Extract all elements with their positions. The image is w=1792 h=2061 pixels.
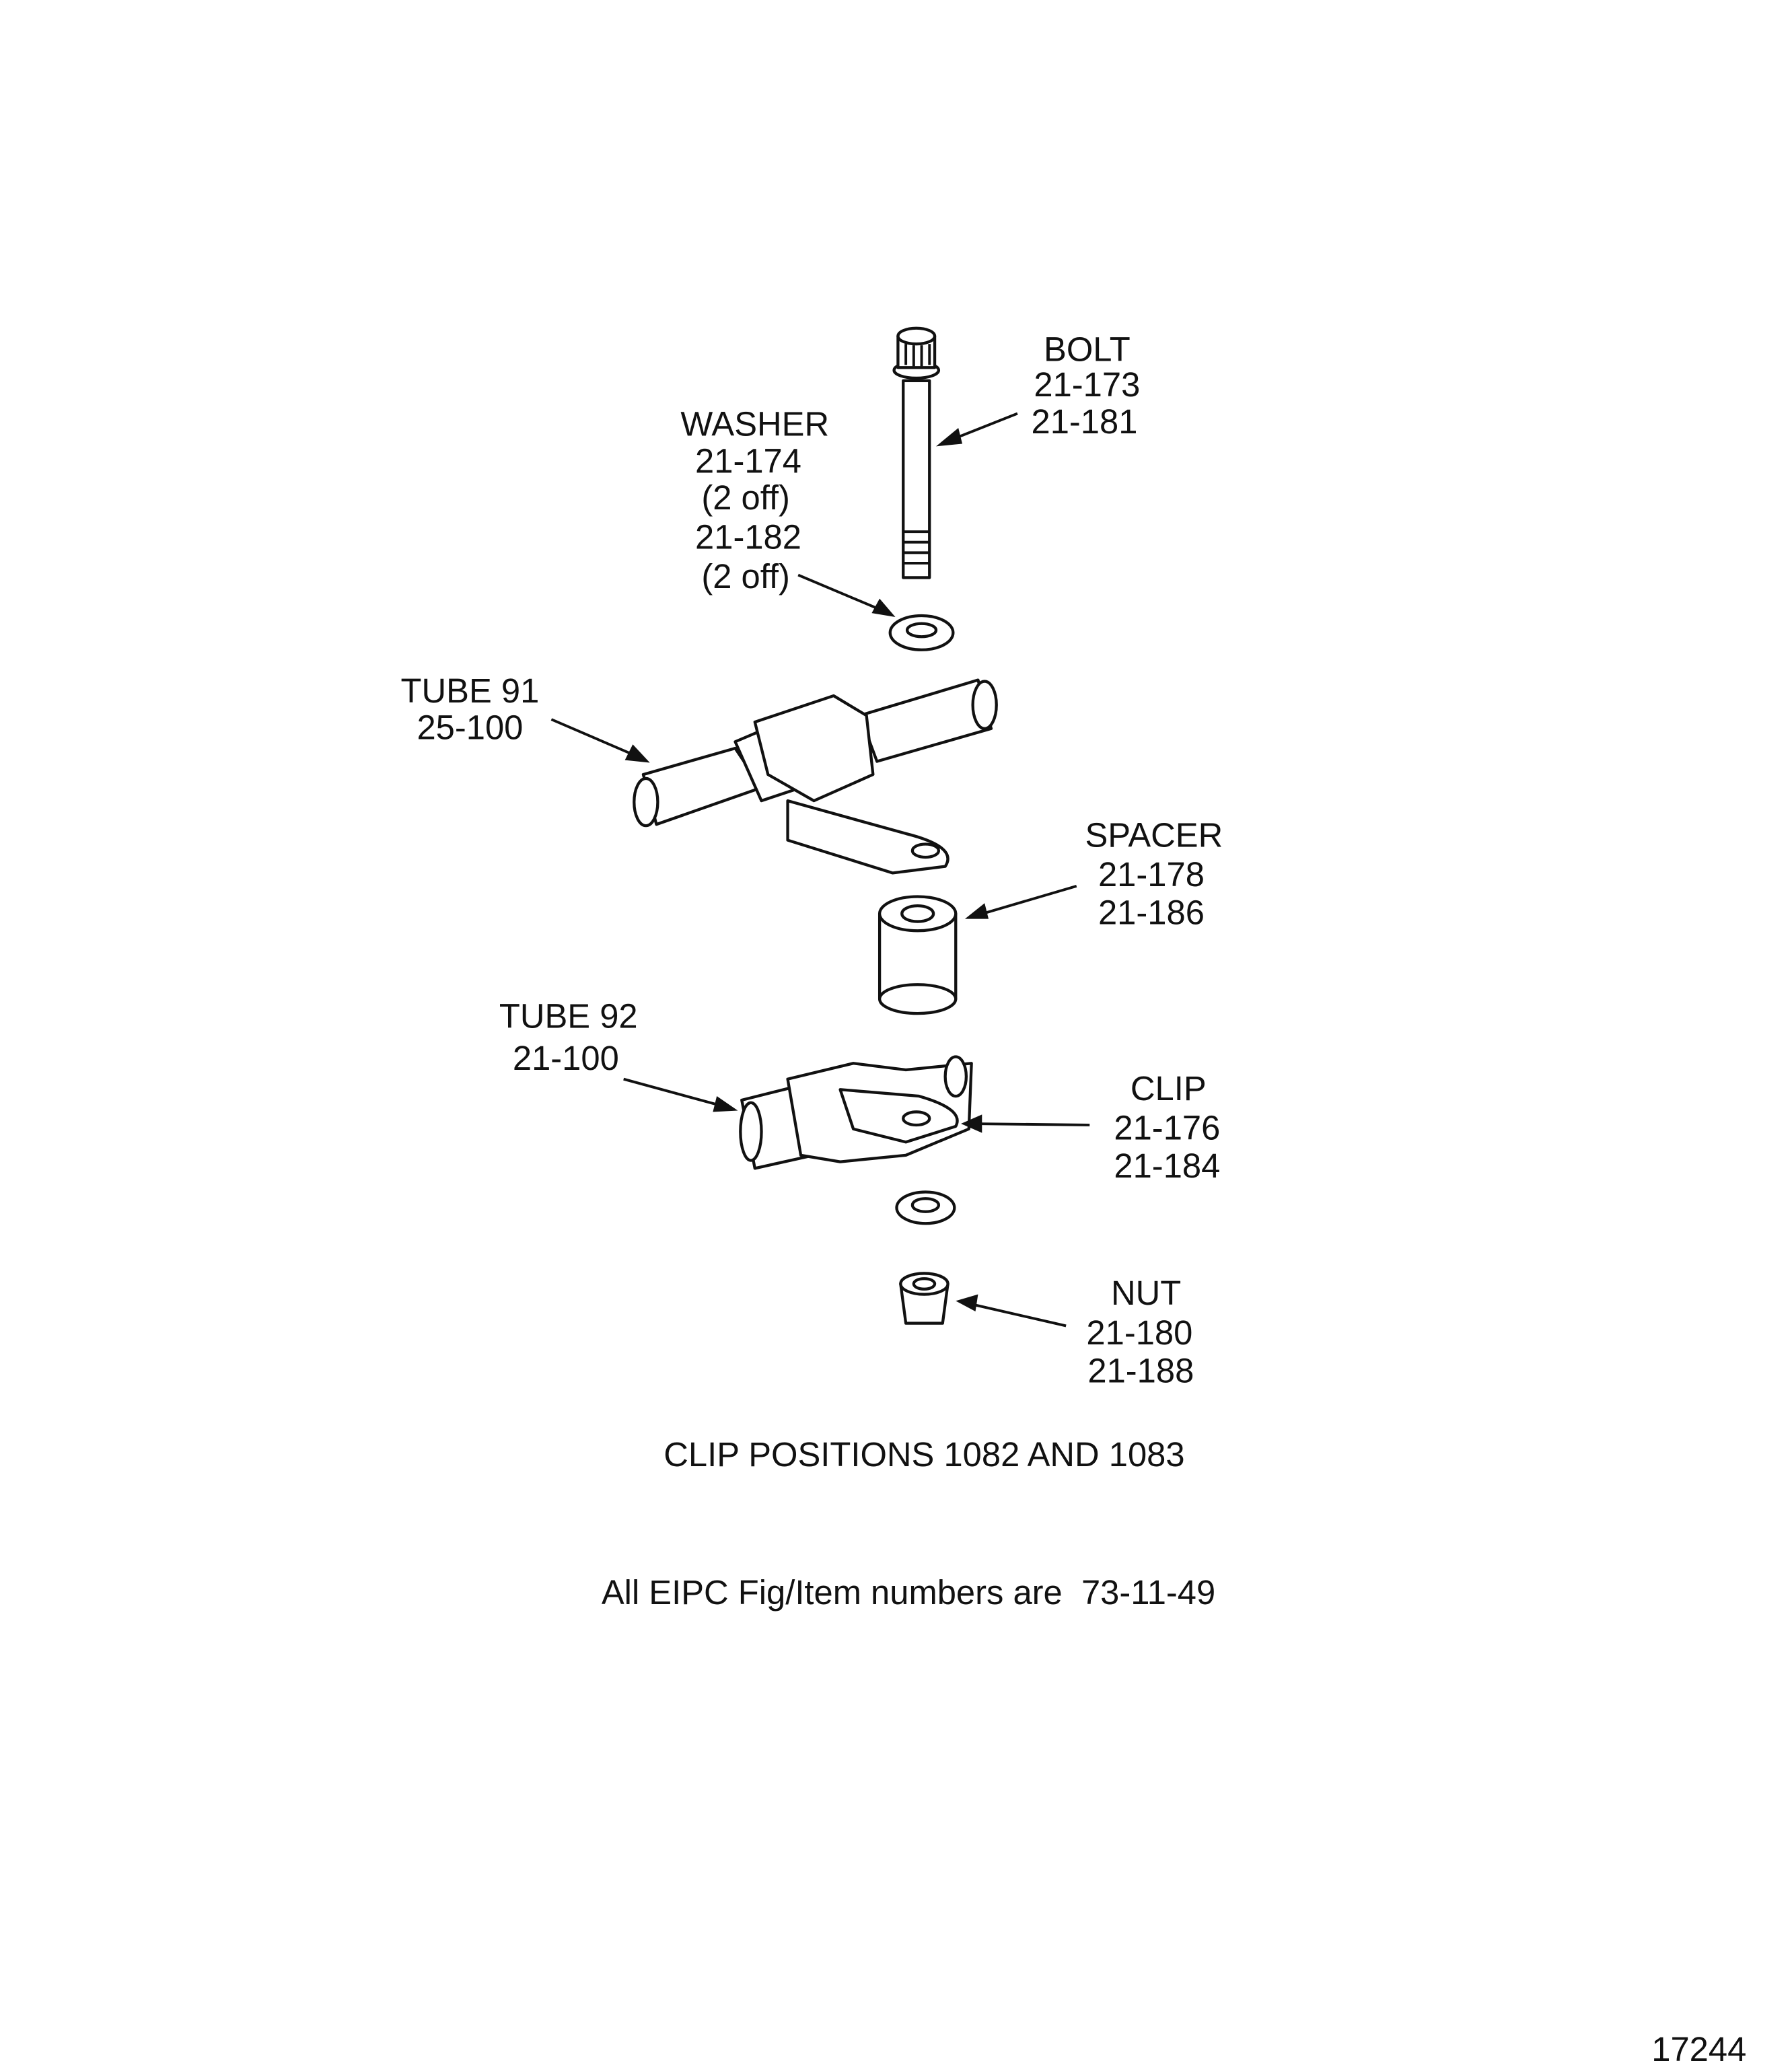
tube-92-clip-drawing [739,1055,973,1170]
nut-drawing [899,1272,949,1325]
leader-arrows [550,412,1090,1328]
clip-ref: 21-176 [1114,1108,1220,1147]
washer-bottom-drawing [895,1190,956,1225]
washer-qty: (2 off) [701,478,790,517]
spacer-label: SPACER [1085,816,1223,854]
tube-91-label: TUBE 91 [401,672,540,710]
eipc-note: All EIPC Fig/Item numbers are 73-11-49 [602,1573,1215,1612]
clip-ref: 21-184 [1114,1147,1220,1185]
spacer-drawing [877,895,958,1015]
bolt-ref: 21-173 [1034,365,1140,404]
washer-ref: 21-174 [695,441,801,480]
bolt-ref: 21-181 [1031,402,1137,441]
washer-ref: 21-182 [695,518,801,556]
nut-ref: 21-180 [1086,1313,1192,1352]
washer-label: WASHER [680,405,829,443]
figure-number: 17244 [1651,2030,1746,2061]
nut-ref: 21-188 [1087,1351,1194,1389]
nut-label: NUT [1111,1274,1181,1312]
tube-92-label: TUBE 92 [499,997,638,1036]
figure-caption: CLIP POSITIONS 1082 AND 1083 [664,1435,1184,1474]
bolt-label: BOLT [1044,330,1131,369]
washer-qty: (2 off) [701,557,790,595]
washer-top-drawing [888,614,955,651]
tube-91-drawing [633,678,998,875]
tube-91-ref: 25-100 [417,708,523,746]
spacer-ref: 21-178 [1098,855,1205,894]
clip-label: CLIP [1131,1069,1207,1108]
bolt-drawing [892,326,941,579]
spacer-ref: 21-186 [1098,893,1205,931]
tube-92-ref: 21-100 [513,1039,619,1077]
